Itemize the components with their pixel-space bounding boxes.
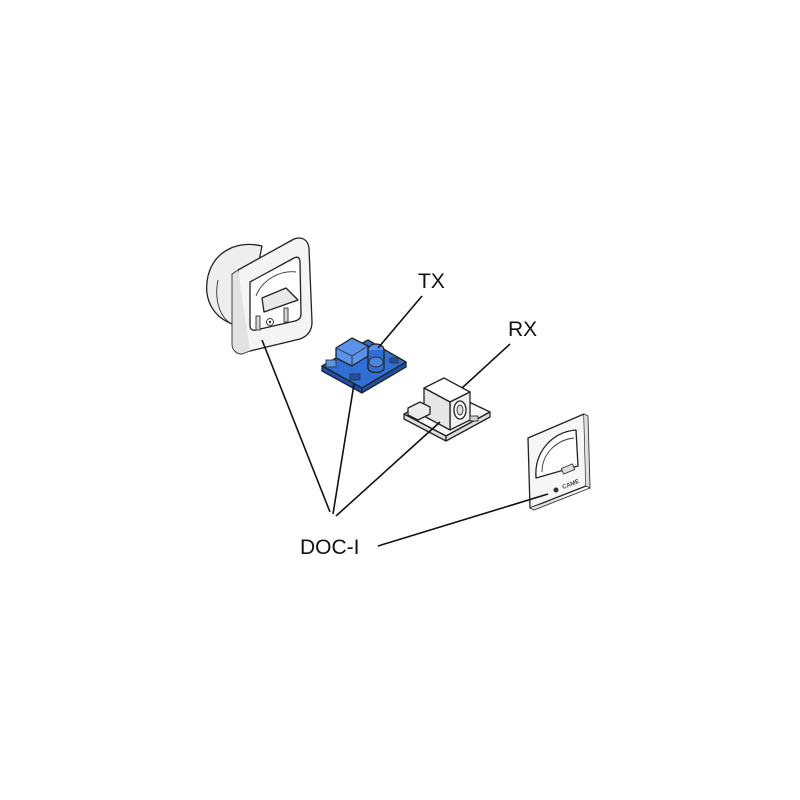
- rx-chip: [469, 415, 479, 422]
- housing-lens-arc: [255, 271, 297, 297]
- plate-slot: [560, 463, 576, 475]
- tx-led-lens: [368, 356, 384, 368]
- housing-slot-left: [255, 315, 261, 331]
- rx-terminal: [407, 401, 431, 421]
- doc-i-leader-plate: [377, 493, 549, 547]
- housing-shutter: [261, 287, 299, 313]
- plate-edge: [529, 413, 591, 511]
- tx-chip-a: [349, 373, 361, 381]
- tx-terminal: [325, 359, 337, 368]
- transmitter-board-icon: [321, 337, 407, 394]
- tx-chip-b: [389, 357, 399, 364]
- tx-board-side-right: [361, 361, 407, 394]
- doc-i-label: DOC-I: [300, 536, 360, 559]
- receiver-board-icon: [403, 377, 491, 442]
- housing-cylinder-edge: [216, 279, 233, 325]
- tx-leader: [377, 295, 423, 349]
- housing-frame-depth: [231, 269, 251, 355]
- doc-i-leader-tx: [332, 383, 355, 515]
- doc-i-leader-housing: [261, 339, 331, 513]
- photocell-housing-icon: [206, 237, 313, 355]
- leader-lines: [261, 295, 549, 547]
- tx-component-block-edge: [335, 345, 369, 366]
- plate-screw: [553, 487, 559, 493]
- rx-leader: [461, 343, 511, 389]
- tx-label: TX: [418, 270, 445, 293]
- doc-i-leader-rx: [335, 421, 441, 517]
- rx-label: RX: [508, 318, 537, 341]
- cover-plate-icon: CAME: [527, 413, 591, 511]
- plate-dome-inner: [541, 437, 575, 473]
- housing-slot-right: [283, 307, 289, 323]
- rx-lens-inner: [456, 404, 464, 416]
